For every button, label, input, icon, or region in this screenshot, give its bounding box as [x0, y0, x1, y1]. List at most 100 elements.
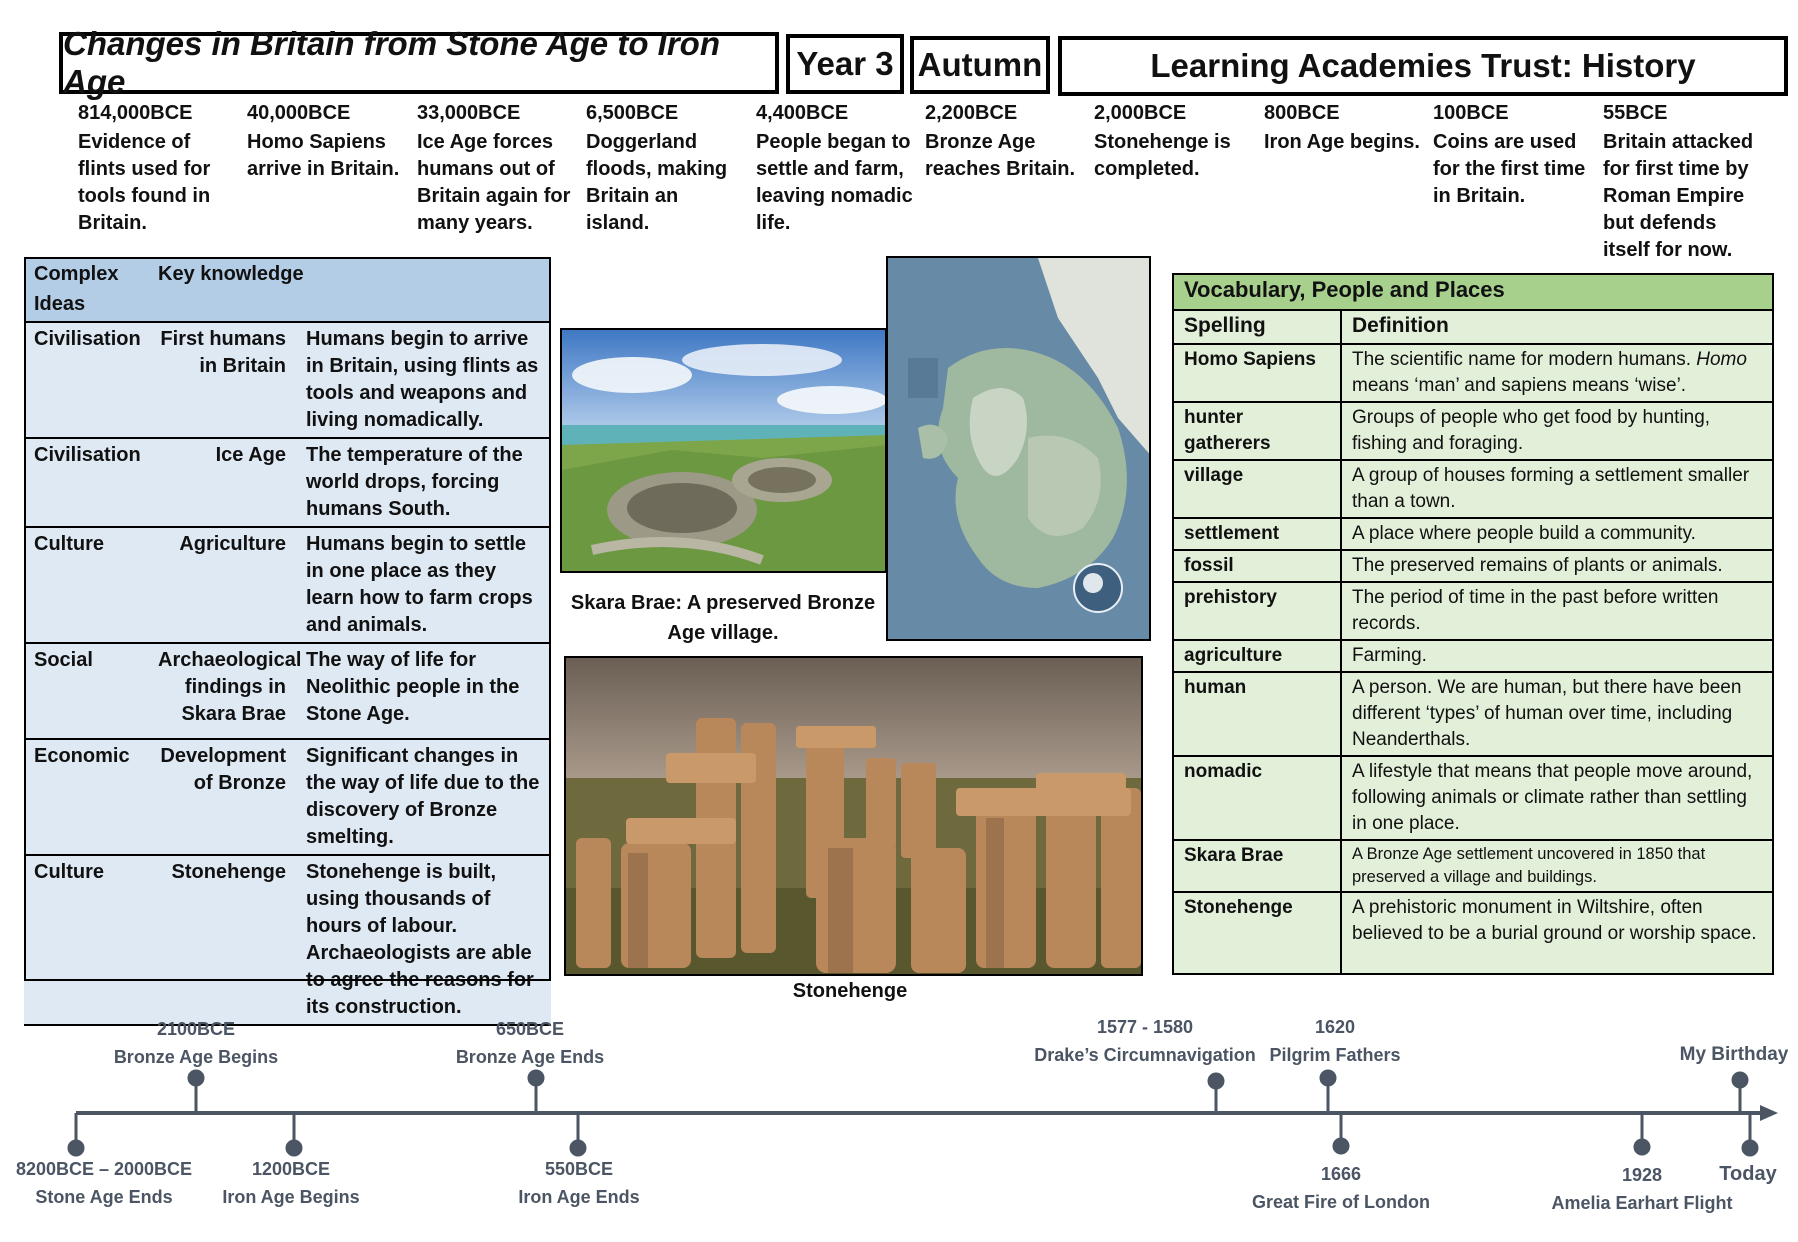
vocab-word: hunter gatherers — [1172, 401, 1342, 461]
stonehenge-illustration — [566, 658, 1141, 974]
vocab-def-emphasis: Homo — [1696, 349, 1747, 370]
kk-row: Economic Development of Bronze Significa… — [24, 738, 552, 856]
timeline-label: Amelia Earhart Flight — [1551, 1193, 1733, 1213]
vocab-word: agriculture — [1172, 639, 1342, 673]
timeline-event-above: My Birthday — [1670, 1041, 1798, 1069]
vocab-def-part: means ‘man’ and sapiens means ‘wise’. — [1352, 375, 1687, 396]
timeline-marker — [1319, 1069, 1337, 1087]
vocab-word: prehistory — [1172, 581, 1342, 641]
vocab-word: human — [1172, 671, 1342, 757]
vocab-def: Farming. — [1339, 639, 1775, 673]
vocab-col-spelling: Spelling — [1172, 309, 1342, 345]
event-date: 40,000BCE — [247, 102, 351, 124]
kk-idea: Culture — [24, 526, 148, 644]
timeline-label: Bronze Age Begins — [113, 1047, 279, 1067]
event-text: Britain attacked for first time by Roman… — [1603, 131, 1754, 261]
kk-col-key-knowledge: Key knowledge — [148, 257, 552, 323]
doggerland-map — [886, 256, 1151, 641]
term-box: Autumn — [910, 36, 1050, 94]
vocab-row: nomadic A lifestyle that means that peop… — [1172, 755, 1775, 841]
kk-row: Social Archaeological findings in Skara … — [24, 642, 552, 740]
kk-idea: Civilisation — [24, 321, 148, 439]
timeline-label: Iron Age Ends — [518, 1187, 640, 1207]
event-text: Homo Sapiens arrive in Britain. — [247, 131, 400, 180]
timeline-label: Pilgrim Fathers — [1269, 1045, 1401, 1065]
kk-row: Culture Stonehenge Stonehenge is built, … — [24, 854, 552, 1026]
timeline-label: Iron Age Begins — [222, 1187, 360, 1207]
timeline-date: 1620 — [1314, 1017, 1356, 1037]
title-box: Changes in Britain from Stone Age to Iro… — [59, 25, 779, 100]
vocab-def: The period of time in the past before wr… — [1339, 581, 1775, 641]
kk-topic: Development of Bronze — [148, 738, 296, 856]
event-date: 6,500BCE — [586, 102, 679, 124]
event-date: 814,000BCE — [78, 102, 193, 124]
event-date: 55BCE — [1603, 102, 1668, 124]
kk-idea: Economic — [24, 738, 148, 856]
event-date: 800BCE — [1264, 102, 1340, 124]
term-label: Autumn — [917, 46, 1043, 83]
kk-idea: Civilisation — [24, 437, 148, 528]
timeline-event-above: 650BCE Bronze Age Ends — [430, 1015, 630, 1071]
kk-header-row: Complex Ideas Key knowledge — [24, 257, 552, 323]
vocab-row: Stonehenge A prehistoric monument in Wil… — [1172, 891, 1775, 975]
vocab-def: A group of houses forming a settlement s… — [1339, 459, 1775, 519]
timeline-label: Bronze Age Ends — [455, 1047, 605, 1067]
kk-idea: Culture — [24, 854, 148, 1026]
event-date: 33,000BCE — [417, 102, 521, 124]
timeline-label: Great Fire of London — [1252, 1192, 1430, 1212]
timeline-marker — [1332, 1137, 1350, 1155]
kk-topic: Stonehenge — [148, 854, 296, 1026]
stonehenge-caption: Stonehenge — [792, 980, 908, 1002]
vocab-def: A person. We are human, but there have b… — [1339, 671, 1775, 757]
vocab-row: village A group of houses forming a sett… — [1172, 459, 1775, 519]
event-9: 55BCE Britain attacked for first time by … — [1603, 100, 1763, 264]
timeline-date: 8200BCE – 2000BCE — [15, 1159, 193, 1179]
skara-brae-illustration — [562, 330, 885, 571]
vocabulary-table: Vocabulary, People and Places Spelling D… — [1171, 273, 1775, 975]
vocab-row: hunter gatherers Groups of people who ge… — [1172, 401, 1775, 461]
timeline-marker — [1633, 1138, 1651, 1156]
vocab-def: Groups of people who get food by hunting… — [1339, 401, 1775, 461]
vocab-row: human A person. We are human, but there … — [1172, 671, 1775, 757]
event-date: 2,200BCE — [925, 102, 1018, 124]
timeline-marker — [527, 1069, 545, 1087]
kk-text: Significant changes in the way of life d… — [296, 738, 552, 856]
event-date: 4,400BCE — [756, 102, 849, 124]
kk-row: Civilisation First humans in Britain Hum… — [24, 321, 552, 439]
timeline-label: Drake’s Circumnavigation — [1034, 1045, 1256, 1065]
kk-text: Stonehenge is built, using thousands of … — [296, 854, 552, 1026]
vocab-def: A Bronze Age settlement uncovered in 185… — [1339, 839, 1775, 893]
vocab-word: Homo Sapiens — [1172, 343, 1342, 403]
event-text: Bronze Age reaches Britain. — [925, 131, 1076, 180]
timeline-axis — [67, 1069, 1778, 1157]
timeline-date: 1200BCE — [251, 1159, 331, 1179]
trust-box: Learning Academies Trust: History — [1058, 36, 1788, 96]
vocab-word: village — [1172, 459, 1342, 519]
timeline-marker — [187, 1069, 205, 1087]
event-1: 40,000BCE Homo Sapiens arrive in Britain. — [247, 100, 407, 183]
trust-label: Learning Academies Trust: History — [1150, 47, 1696, 84]
timeline-marker — [67, 1139, 85, 1157]
vocab-word: fossil — [1172, 549, 1342, 583]
timeline-date: 1928 — [1621, 1165, 1663, 1185]
kk-text: Humans begin to settle in one place as t… — [296, 526, 552, 644]
year-box: Year 3 — [786, 34, 904, 94]
skara-brae-photo — [560, 328, 887, 573]
vocab-title-row: Vocabulary, People and Places — [1171, 273, 1775, 311]
year-label: Year 3 — [796, 45, 894, 82]
vocab-def: The scientific name for modern humans. H… — [1339, 343, 1775, 403]
stonehenge-photo — [564, 656, 1143, 976]
kk-text: The temperature of the world drops, forc… — [296, 437, 552, 528]
vocab-word: nomadic — [1172, 755, 1342, 841]
timeline-date: 650BCE — [495, 1019, 565, 1039]
vocab-def: A prehistoric monument in Wiltshire, oft… — [1339, 891, 1775, 975]
vocab-row: fossil The preserved remains of plants o… — [1172, 549, 1775, 583]
vocab-header-row: Spelling Definition — [1172, 309, 1775, 345]
event-text: People began to settle and farm, leaving… — [756, 131, 913, 234]
